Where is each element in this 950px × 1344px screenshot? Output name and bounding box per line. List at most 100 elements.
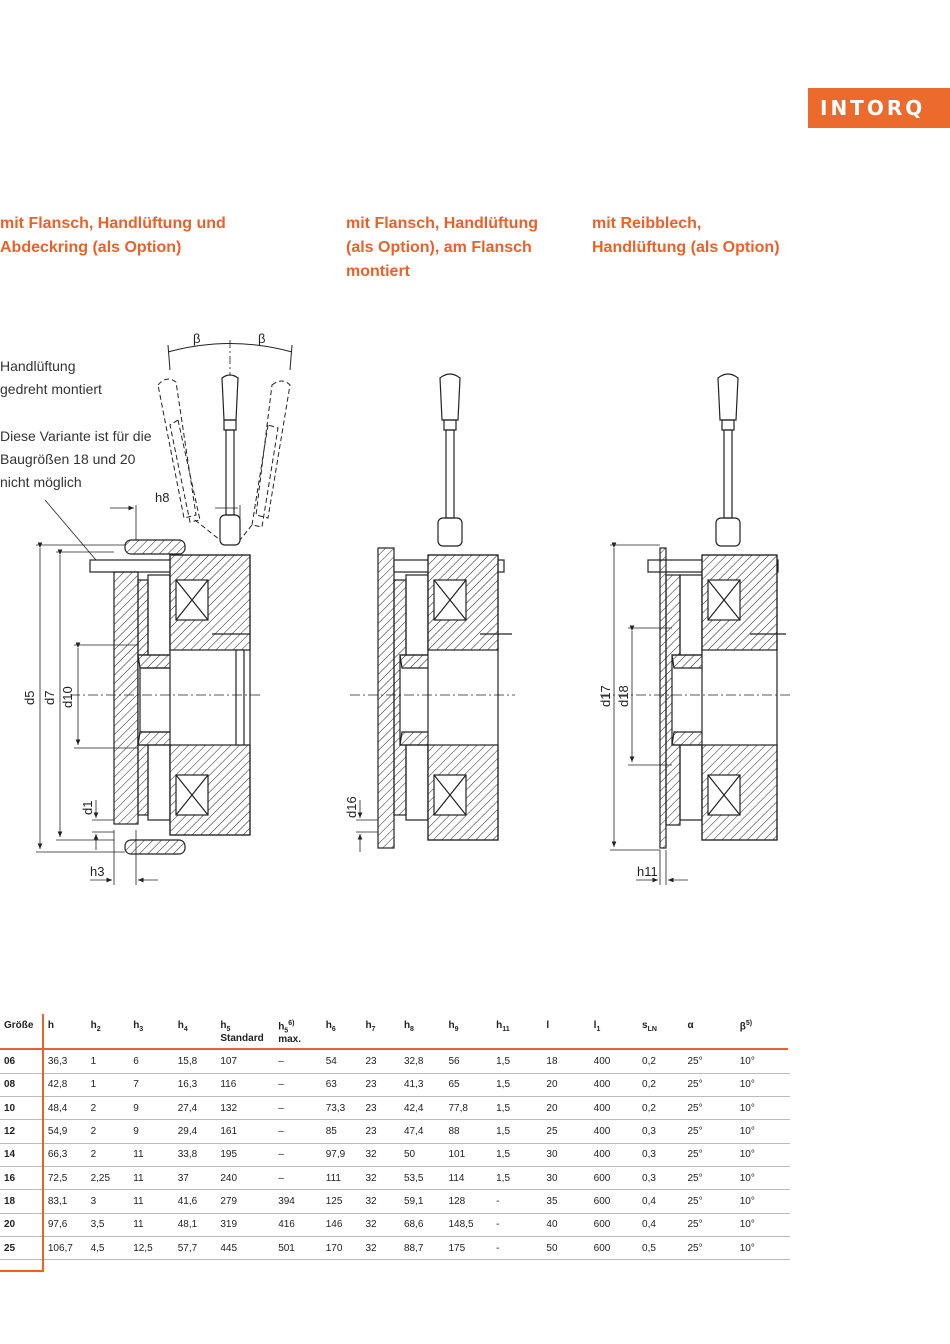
value-cell: 85: [321, 1119, 362, 1144]
label-d18: d18: [616, 685, 631, 707]
note-line: nicht möglich: [0, 474, 82, 490]
size-cell: 25: [0, 1236, 44, 1261]
value-cell: –: [274, 1096, 322, 1121]
label-d7: d7: [42, 691, 57, 705]
value-cell: 65: [444, 1073, 493, 1098]
variant-title-line: mit Flansch, Handlüftung: [346, 215, 538, 232]
value-cell: 88,7: [399, 1236, 445, 1261]
value-cell: 125: [321, 1189, 362, 1214]
value-cell: 1,5: [492, 1073, 543, 1098]
value-cell: 41,6: [173, 1189, 217, 1214]
value-cell: 25°: [683, 1073, 736, 1098]
variant-title-line: montiert: [346, 263, 410, 280]
value-cell: –: [274, 1143, 322, 1167]
value-cell: -: [492, 1189, 543, 1214]
value-cell: 195: [216, 1143, 275, 1167]
size-cell: 06: [0, 1050, 44, 1074]
drawing-friction-plate: [600, 373, 790, 885]
value-cell: 0,5: [638, 1236, 684, 1261]
column-header: l1: [593, 1020, 601, 1033]
value-cell: 23: [361, 1119, 400, 1144]
label-d16: d16: [344, 796, 359, 818]
column-header: h2: [90, 1020, 101, 1033]
value-cell: 319: [216, 1213, 275, 1237]
value-cell: 1: [86, 1073, 130, 1098]
note-line: Diese Variante ist für die: [0, 428, 152, 444]
value-cell: -: [492, 1236, 543, 1261]
value-cell: 25°: [683, 1050, 736, 1074]
value-cell: 394: [274, 1189, 322, 1214]
value-cell: 501: [274, 1236, 322, 1261]
value-cell: –: [274, 1050, 322, 1074]
value-cell: 2,25: [86, 1166, 130, 1191]
value-cell: 600: [589, 1213, 639, 1237]
value-cell: 27,4: [173, 1096, 217, 1121]
value-cell: 132: [216, 1096, 275, 1121]
value-cell: 36,3: [43, 1050, 87, 1074]
label-h3: h3: [90, 864, 104, 879]
value-cell: 32,8: [399, 1050, 445, 1074]
value-cell: 23: [361, 1096, 400, 1121]
value-cell: 37: [173, 1166, 217, 1191]
value-cell: 83,1: [43, 1189, 87, 1214]
column-header: h11: [496, 1020, 510, 1033]
value-cell: 2: [86, 1119, 130, 1144]
value-cell: 35: [542, 1189, 590, 1214]
label-d17: d17: [598, 685, 613, 707]
value-cell: 25°: [683, 1166, 736, 1191]
value-cell: 1,5: [492, 1096, 543, 1121]
drawing-flange-mounted: [350, 373, 515, 852]
value-cell: 15,8: [173, 1050, 217, 1074]
label-d5: d5: [22, 691, 37, 705]
value-cell: –: [274, 1166, 322, 1191]
value-cell: 10°: [735, 1143, 790, 1167]
label-beta-left: β: [193, 331, 200, 346]
dimension-labels-1: β β h8 d5 d7 d10 d1 h3: [22, 331, 265, 879]
value-cell: 20: [542, 1096, 590, 1121]
variant-title-line: Handlüftung (als Option): [592, 239, 780, 256]
size-cell: 12: [0, 1119, 44, 1144]
variant-title-friction-plate: mit Reibblech, Handlüftung (als Option): [592, 212, 780, 260]
value-cell: 23: [361, 1073, 400, 1098]
column-header: h6: [325, 1020, 336, 1033]
value-cell: 4,5: [86, 1236, 130, 1261]
value-cell: 54,9: [43, 1119, 87, 1144]
value-cell: 0,3: [638, 1143, 684, 1167]
value-cell: 148,5: [444, 1213, 493, 1237]
value-cell: 30: [542, 1166, 590, 1191]
value-cell: 29,4: [173, 1119, 217, 1144]
value-cell: 10°: [735, 1050, 790, 1074]
value-cell: 32: [361, 1143, 400, 1167]
value-cell: 48,4: [43, 1096, 87, 1121]
value-cell: 400: [589, 1143, 639, 1167]
value-cell: 0,2: [638, 1050, 684, 1074]
value-cell: 1,5: [492, 1166, 543, 1191]
table-header-rule: [0, 1048, 788, 1050]
value-cell: 57,7: [173, 1236, 217, 1261]
variant-title-line: mit Flansch, Handlüftung und: [0, 215, 226, 232]
variant-title-line: Abdeckring (als Option): [0, 239, 182, 256]
variant-title-line: (als Option), am Flansch: [346, 239, 532, 256]
value-cell: 9: [129, 1119, 174, 1144]
value-cell: 10°: [735, 1213, 790, 1237]
value-cell: 0,2: [638, 1096, 684, 1121]
value-cell: -: [492, 1213, 543, 1237]
value-cell: 72,5: [43, 1166, 87, 1191]
value-cell: 11: [129, 1143, 174, 1167]
value-cell: 10°: [735, 1073, 790, 1098]
value-cell: 400: [589, 1050, 639, 1074]
value-cell: 1,5: [492, 1050, 543, 1074]
note-rotated-release: Handlüftung gedreht montiert: [0, 355, 102, 401]
note-line: Handlüftung: [0, 358, 76, 374]
value-cell: 400: [589, 1119, 639, 1144]
value-cell: 42,4: [399, 1096, 445, 1121]
value-cell: 9: [129, 1096, 174, 1121]
value-cell: 600: [589, 1189, 639, 1214]
